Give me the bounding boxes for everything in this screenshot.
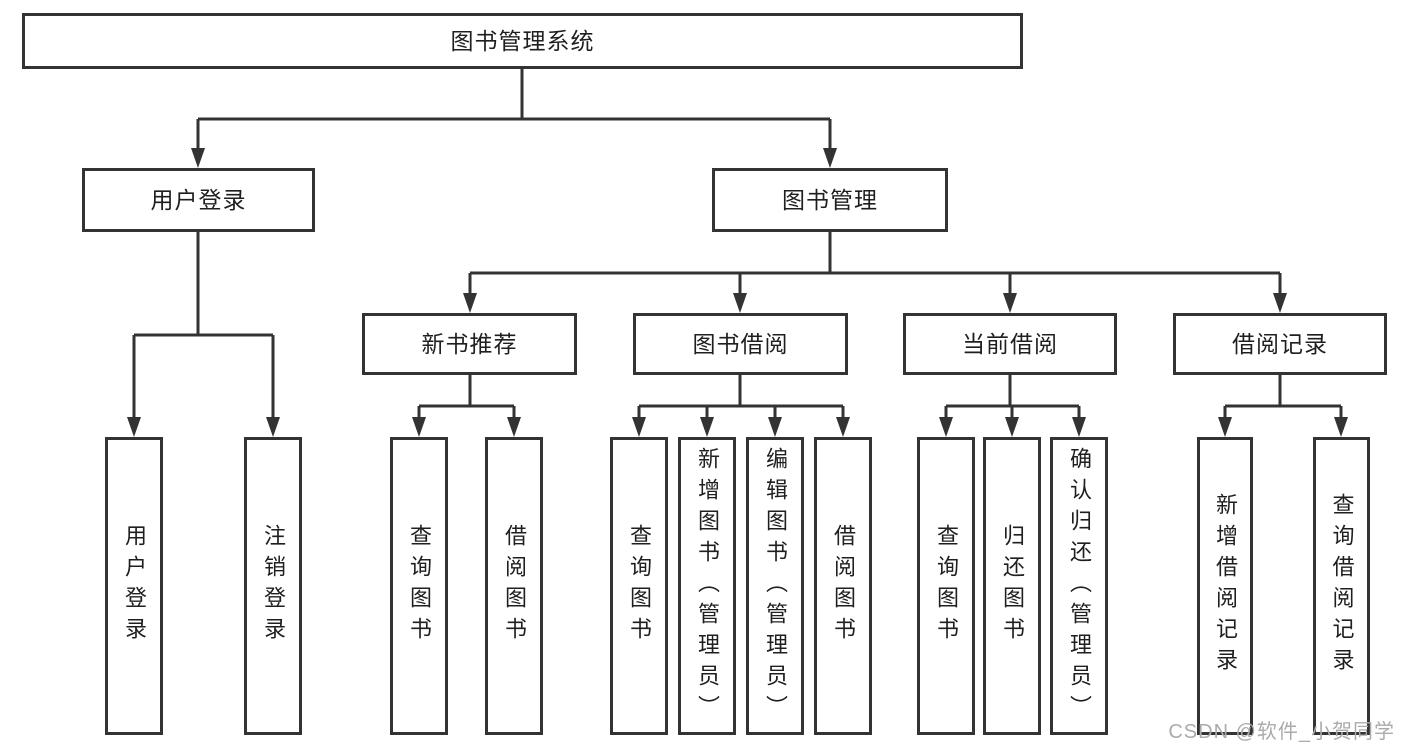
node-login: 用户登录	[105, 437, 163, 735]
node-new-book-rec-label: 新书推荐	[421, 330, 518, 357]
node-current-borrow: 当前借阅	[903, 313, 1117, 375]
node-bb-borrow-books: 借阅图书	[814, 437, 872, 735]
node-logout-label: 注销登录	[261, 524, 286, 648]
node-bb-add-books: 新增图书（管理员）	[678, 437, 736, 735]
node-br-add-record-label: 新增借阅记录	[1213, 493, 1238, 679]
node-bb-query-books: 查询图书	[610, 437, 668, 735]
node-bb-query-books-label: 查询图书	[627, 524, 652, 648]
node-login-label: 用户登录	[122, 524, 147, 648]
node-bb-add-books-label: 新增图书（管理员）	[695, 446, 720, 726]
node-book-borrow-label: 图书借阅	[692, 330, 789, 357]
node-cb-query-books: 查询图书	[917, 437, 975, 735]
node-book-mgmt-label: 图书管理	[782, 186, 878, 213]
node-book-borrow: 图书借阅	[633, 313, 848, 375]
node-cb-query-books-label: 查询图书	[934, 524, 959, 648]
node-cb-confirm-return-label: 确认归还（管理员）	[1067, 446, 1092, 726]
node-new-book-rec: 新书推荐	[362, 313, 577, 375]
node-root-label: 图书管理系统	[450, 27, 595, 54]
node-nbr-query-books: 查询图书	[390, 437, 448, 735]
node-br-query-record: 查询借阅记录	[1313, 437, 1370, 735]
node-logout: 注销登录	[244, 437, 302, 735]
node-br-add-record: 新增借阅记录	[1197, 437, 1253, 735]
node-borrow-records-label: 借阅记录	[1232, 330, 1328, 357]
node-book-mgmt: 图书管理	[712, 168, 948, 232]
node-current-borrow-label: 当前借阅	[962, 330, 1058, 357]
node-bb-edit-books-label: 编辑图书（管理员）	[763, 446, 788, 726]
node-cb-confirm-return: 确认归还（管理员）	[1050, 437, 1108, 735]
node-br-query-record-label: 查询借阅记录	[1329, 493, 1355, 679]
node-bb-edit-books: 编辑图书（管理员）	[746, 437, 804, 735]
node-bb-borrow-books-label: 借阅图书	[831, 524, 856, 648]
node-nbr-borrow-books-label: 借阅图书	[502, 524, 527, 648]
node-user-login-label: 用户登录	[150, 186, 247, 213]
node-cb-return-books-label: 归还图书	[1000, 524, 1025, 648]
node-cb-return-books: 归还图书	[983, 437, 1041, 735]
node-nbr-borrow-books: 借阅图书	[485, 437, 543, 735]
node-borrow-records: 借阅记录	[1173, 313, 1387, 375]
watermark: CSDN @软件_小贺同学	[1168, 721, 1395, 743]
node-user-login: 用户登录	[82, 168, 315, 232]
node-root: 图书管理系统	[22, 13, 1023, 69]
node-nbr-query-books-label: 查询图书	[407, 524, 432, 648]
